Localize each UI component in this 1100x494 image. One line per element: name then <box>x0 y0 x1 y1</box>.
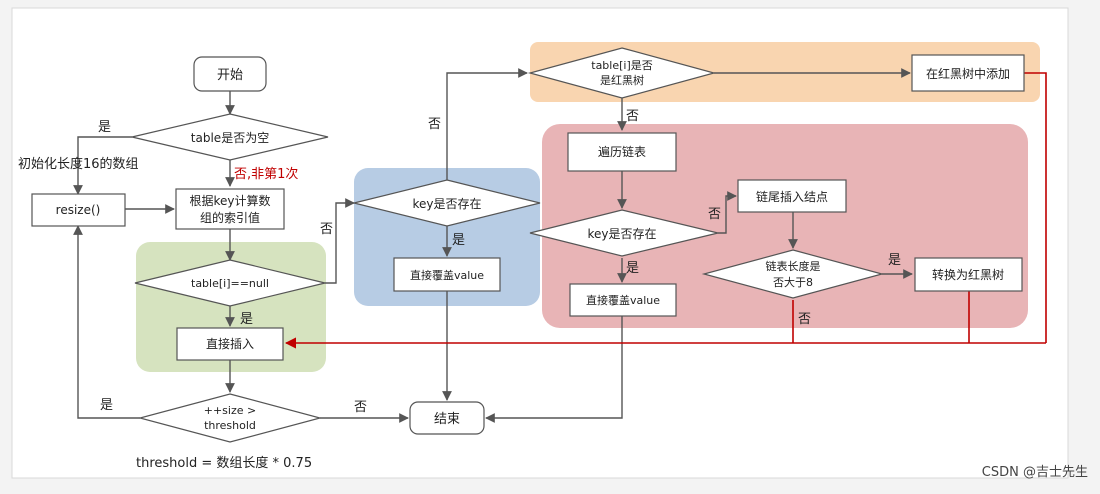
direct-insert-node <box>176 327 284 361</box>
to-rbtree-label: 转换为红黑树 <box>932 267 1004 282</box>
rb-add-label: 在红黑树中添加 <box>926 66 1010 81</box>
rb-add-node <box>911 54 1025 92</box>
edge-label-yes-key2: 是 <box>626 261 639 276</box>
key-exists-decision-1 <box>353 179 541 227</box>
tail-insert-node <box>737 179 847 213</box>
start-label: 开始 <box>217 68 243 83</box>
key-exists-decision-2 <box>529 209 719 257</box>
edge-label-no-not-first: 否,非第1次 <box>234 166 298 182</box>
end-label: 结束 <box>434 412 460 427</box>
edge-label-yes-key1: 是 <box>452 233 465 248</box>
edge-label-no-key1: 否 <box>428 117 441 132</box>
table-empty-label: table是否为空 <box>191 131 269 145</box>
threshold-note: threshold = 数组长度 * 0.75 <box>136 455 312 471</box>
edge-label-no-length: 否 <box>798 312 811 327</box>
overwrite-node-1 <box>393 257 501 292</box>
overwrite-label-2: 直接覆盖value <box>586 293 660 307</box>
calc-index-label-1: 根据key计算数 <box>189 193 270 208</box>
size-check-label-1: ++size > <box>204 404 256 417</box>
size-check-label-2: threshold <box>204 419 256 432</box>
key-exists-label-1: key是否存在 <box>412 197 481 211</box>
edge-label-yes-table-i: 是 <box>240 312 253 327</box>
is-rbtree-label-2: 是红黑树 <box>600 73 644 87</box>
edge-label-yes-table-empty: 是 <box>98 120 111 135</box>
is-rbtree-decision <box>527 47 717 99</box>
resize-label: resize() <box>56 203 101 217</box>
start-node <box>193 56 267 92</box>
key-exists-label-2: key是否存在 <box>587 227 656 241</box>
table-i-null-decision <box>134 259 326 307</box>
edge-label-no-rbtree: 否 <box>626 109 639 124</box>
size-check-decision <box>137 393 323 443</box>
to-rbtree-node <box>914 257 1023 292</box>
edge-label-yes-size: 是 <box>100 398 113 413</box>
edge-label-no-key2: 否 <box>708 207 721 222</box>
direct-insert-label: 直接插入 <box>206 336 254 351</box>
edge-label-yes-length: 是 <box>888 253 901 268</box>
overwrite-node-2 <box>569 283 677 317</box>
edge-label-no-size: 否 <box>354 400 367 415</box>
end-node <box>409 401 485 435</box>
tail-insert-label: 链尾插入结点 <box>756 189 828 204</box>
overwrite-label-1: 直接覆盖value <box>410 268 484 282</box>
watermark: CSDN @吉士先生 <box>982 465 1088 480</box>
calc-index-node <box>175 188 285 230</box>
traverse-list-label: 遍历链表 <box>598 144 646 159</box>
length-check-label-2: 否大于8 <box>773 275 813 289</box>
length-check-label-1: 链表长度是 <box>766 259 821 273</box>
init-array-label: 初始化长度16的数组 <box>18 156 139 172</box>
is-rbtree-label-1: table[i]是否 <box>591 59 653 72</box>
resize-node <box>31 193 126 227</box>
table-i-null-label: table[i]==null <box>191 277 269 290</box>
length-check-decision <box>701 249 885 299</box>
calc-index-label-2: 组的索引值 <box>200 210 260 225</box>
table-empty-decision <box>131 113 329 161</box>
traverse-list-node <box>567 132 677 172</box>
edge-label-no-table-i: 否 <box>320 222 333 237</box>
